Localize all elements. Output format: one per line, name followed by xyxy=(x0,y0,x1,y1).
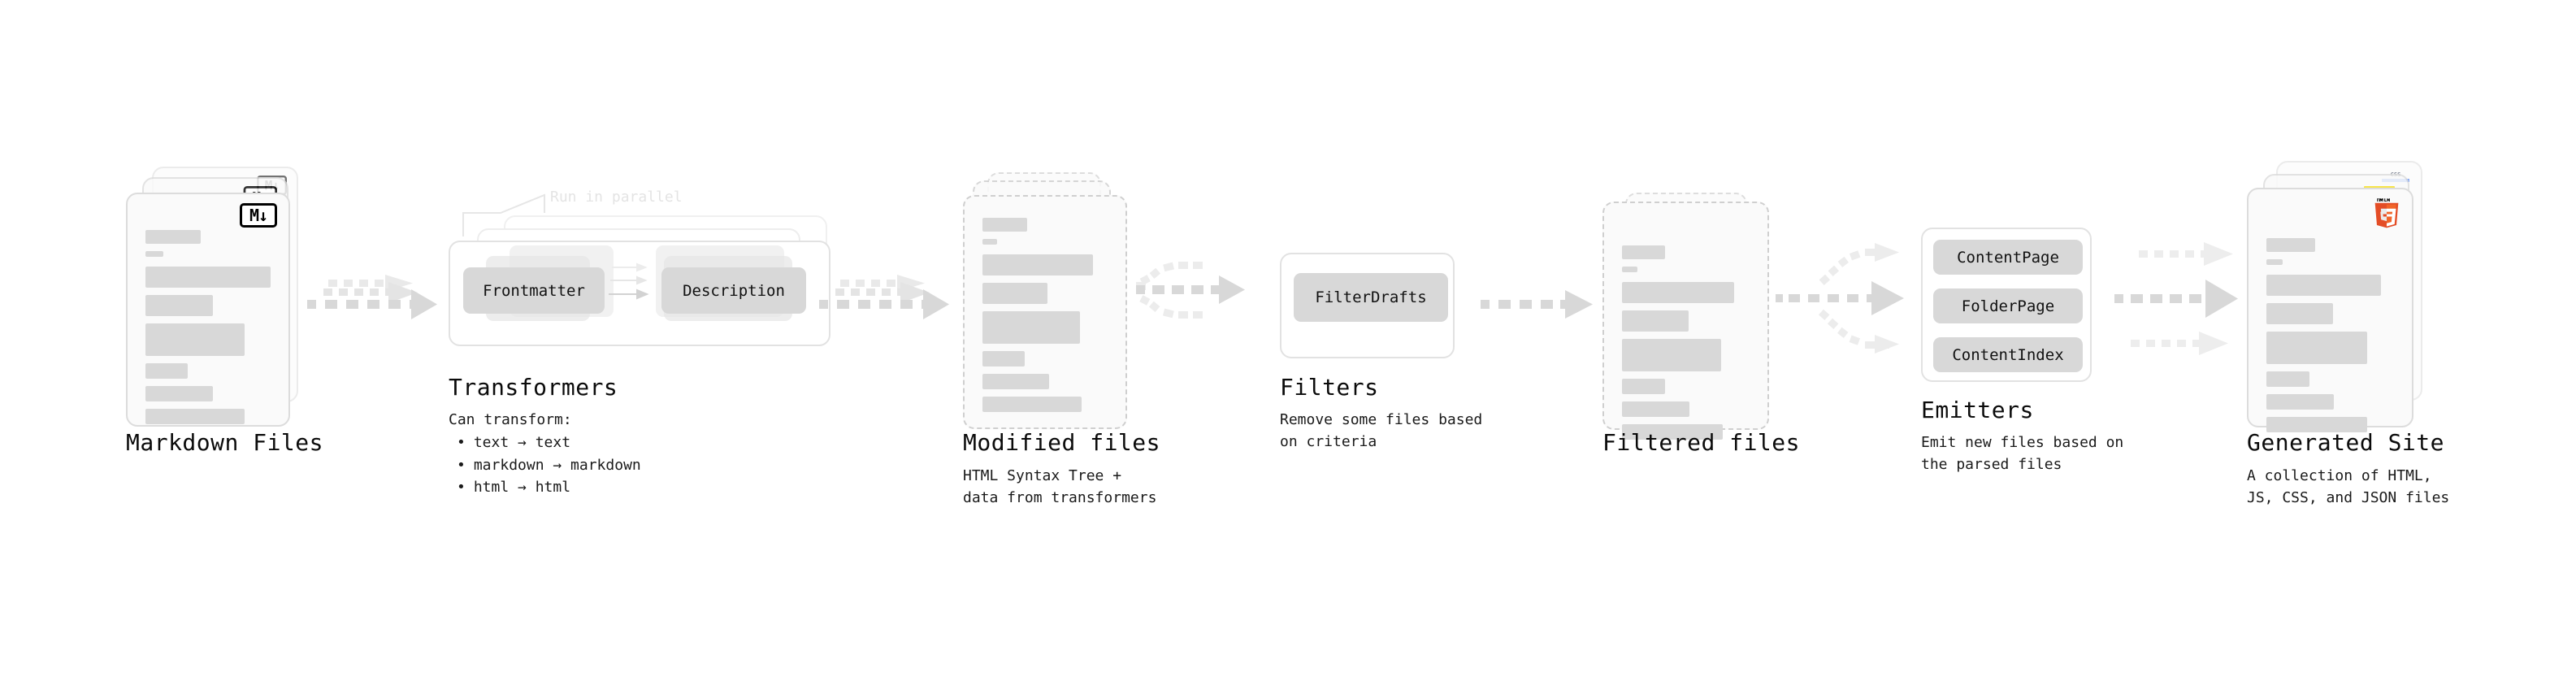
content-bar xyxy=(145,409,245,424)
chip-contentindex[interactable]: ContentIndex xyxy=(1933,337,2083,372)
content-bar xyxy=(145,295,214,316)
content-bar xyxy=(1622,339,1722,371)
content-bar xyxy=(2266,371,2310,387)
stage-title-filtered-files: Filtered files xyxy=(1602,429,1801,456)
stage-subtitle-filters: Remove some files based on criteria xyxy=(1280,411,1483,450)
content-bar xyxy=(1622,282,1735,303)
chip-description[interactable]: Description xyxy=(661,267,806,314)
markdown-card-stack: M↓ M↓ M↓ xyxy=(126,167,301,427)
modified-card-stack xyxy=(963,172,1134,431)
stage-title-transformers: Transformers xyxy=(449,374,618,401)
fan-out-arrow-icon xyxy=(1776,243,1904,354)
stage-subtitle-emitters: Emit new files based on the parsed files xyxy=(1921,434,2124,473)
stage-title-markdown-files: Markdown Files xyxy=(126,429,324,456)
chip-frontmatter[interactable]: Frontmatter xyxy=(463,267,605,314)
triple-stacked-arrow-icon xyxy=(307,275,437,319)
chip-filterdrafts[interactable]: FilterDrafts xyxy=(1294,273,1448,322)
content-bar xyxy=(1622,245,1666,259)
callout-leader-line xyxy=(462,193,545,236)
emitters-frame: ContentPage FolderPage ContentIndex xyxy=(1921,228,2092,382)
bullet-item: text → text xyxy=(449,432,641,453)
modified-card-front xyxy=(963,195,1127,429)
bullet-item: html → html xyxy=(449,476,641,498)
transformer-inner-arrows-icon xyxy=(609,262,649,300)
content-bar xyxy=(2266,275,2382,296)
content-bar xyxy=(982,311,1081,344)
chip-contentpage[interactable]: ContentPage xyxy=(1933,240,2083,275)
markdown-card-content-bars xyxy=(145,230,271,432)
filters-frame: FilterDrafts xyxy=(1280,253,1455,358)
content-bar xyxy=(145,363,189,379)
stage-generated-site: CSS xyxy=(2247,161,2422,432)
stage-modified-files xyxy=(963,172,1134,431)
site-card-content-bars xyxy=(2266,238,2394,440)
modified-card-content-bars xyxy=(982,218,1108,419)
site-card-front xyxy=(2247,188,2413,432)
stage-title-generated-site: Generated Site xyxy=(2247,429,2445,456)
bullet-item: markdown → markdown xyxy=(449,454,641,476)
connector-transformers-to-modified xyxy=(819,273,949,338)
content-bar xyxy=(1622,379,1666,394)
callout-run-in-parallel: Run in parallel xyxy=(550,189,683,206)
stage-title-emitters: Emitters xyxy=(1921,397,2034,423)
stage-subtitle-generated-site: A collection of HTML, JS, CSS, and JSON … xyxy=(2247,467,2450,506)
content-bar xyxy=(145,230,201,244)
connector-filtered-to-emitters xyxy=(1776,234,1914,372)
markdown-card-front: M↓ xyxy=(126,193,290,427)
connector-filters-to-filtered xyxy=(1481,288,1594,329)
stage-title-modified-files: Modified files xyxy=(963,429,1161,456)
content-bar xyxy=(2266,332,2368,364)
content-bar xyxy=(145,386,214,401)
merge-arrow-icon xyxy=(1136,262,1245,319)
triple-stacked-arrow-icon xyxy=(819,275,949,319)
stage-transformers: Run in parallel xyxy=(449,189,830,354)
content-bar xyxy=(145,323,245,356)
triple-parallel-arrow-icon xyxy=(2114,242,2238,355)
connector-md-to-transformers xyxy=(307,273,437,338)
content-bar xyxy=(1622,424,1724,440)
content-bar xyxy=(982,351,1026,367)
stage-emitters: ContentPage FolderPage ContentIndex xyxy=(1921,228,2092,382)
content-bar xyxy=(145,267,271,288)
transformers-bullets: Can transform: text → text markdown → ma… xyxy=(449,409,641,498)
content-bar xyxy=(982,239,998,245)
content-bar xyxy=(982,254,1093,275)
content-bar xyxy=(982,218,1028,232)
connector-modified-to-filters xyxy=(1136,262,1250,351)
content-bar xyxy=(1622,401,1690,417)
content-bar xyxy=(2266,394,2335,410)
html5-icon xyxy=(2374,198,2399,228)
content-bar xyxy=(2266,417,2368,432)
content-bar xyxy=(2266,303,2333,324)
content-bar xyxy=(1622,267,1637,272)
content-bar xyxy=(2266,259,2283,265)
content-bar xyxy=(982,283,1048,304)
stage-filters: FilterDrafts xyxy=(1280,253,1455,358)
stage-markdown-files: M↓ M↓ M↓ xyxy=(126,167,301,427)
filtered-card-content-bars xyxy=(1622,245,1750,447)
markdown-icon: M↓ xyxy=(240,203,277,228)
content-bar xyxy=(982,397,1082,412)
single-arrow-icon xyxy=(1481,290,1593,319)
filtered-card-front xyxy=(1602,202,1769,440)
content-bar xyxy=(2266,238,2315,252)
filtered-card-stack xyxy=(1602,193,1773,440)
site-card-stack: CSS xyxy=(2247,161,2422,432)
content-bar xyxy=(982,374,1049,389)
stage-title-filters: Filters xyxy=(1280,374,1379,401)
content-bar xyxy=(145,251,163,257)
stage-filtered-files xyxy=(1602,193,1773,440)
bullets-heading: Can transform: xyxy=(449,411,572,428)
chip-folderpage[interactable]: FolderPage xyxy=(1933,288,2083,323)
content-bar xyxy=(1622,310,1689,332)
connector-emitters-to-site xyxy=(2114,234,2253,372)
stage-subtitle-modified-files: HTML Syntax Tree + data from transformer… xyxy=(963,467,1157,506)
